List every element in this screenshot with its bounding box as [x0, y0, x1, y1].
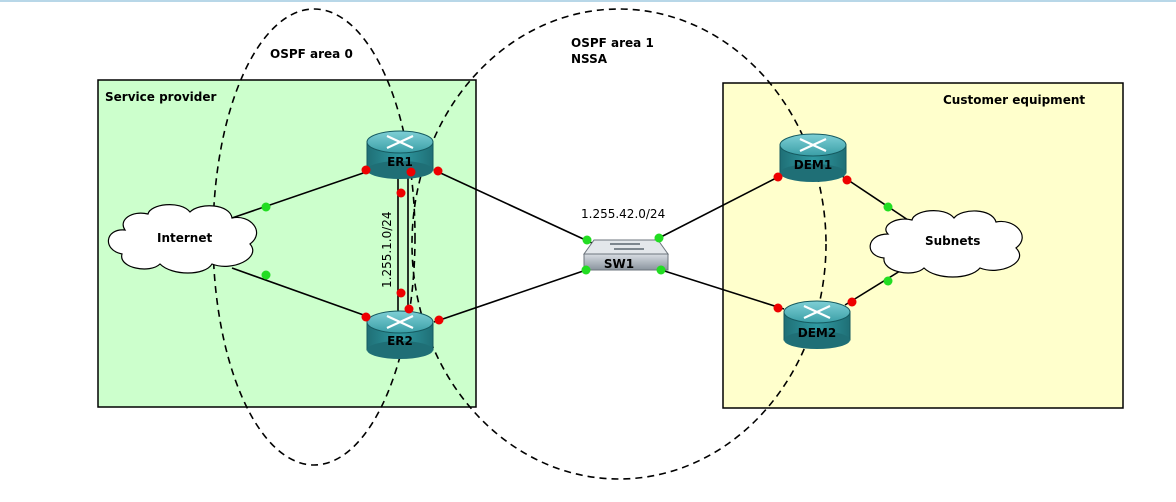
subnets-label: Subnets — [925, 234, 981, 248]
link-dem1-subnets — [841, 175, 909, 221]
er1-label: ER1 — [387, 155, 413, 169]
link-lan-subnet-label: 1.255.42.0/24 — [581, 207, 666, 221]
sw1-switch-icon — [583, 239, 669, 271]
port-subnets-dem2 — [883, 276, 893, 286]
port-internet-er2 — [261, 270, 271, 280]
port-er1-er2-b-bot — [404, 304, 414, 314]
ospf-area1-label-line1: OSPF area 1 — [571, 36, 654, 50]
er2-router-icon — [366, 310, 434, 359]
port-er1-er2-a-bot — [396, 288, 406, 298]
sw1-label: SW1 — [603, 257, 635, 271]
ospf-area1-boundary — [411, 8, 827, 480]
port-er1-sw1 — [433, 166, 443, 176]
ospf-area1-label-line2: NSSA — [571, 52, 608, 66]
link-internet-er2 — [231, 267, 373, 319]
zone-customer-equipment-label: Customer equipment — [943, 93, 1086, 107]
dem1-label: DEM1 — [793, 158, 833, 172]
port-sw1-dem1 — [654, 233, 664, 243]
port-er1-er2-a-top — [396, 188, 406, 198]
link-internet-er1 — [231, 169, 373, 219]
port-er1-internet — [361, 165, 371, 175]
port-er2-internet — [361, 312, 371, 322]
port-dem2-subnets — [847, 297, 857, 307]
port-er1-er2-b-top — [406, 167, 416, 177]
ports — [261, 165, 893, 325]
zone-service-provider-label: Service provider — [105, 90, 217, 104]
port-sw1-er1 — [582, 235, 592, 245]
port-sw1-dem2 — [656, 265, 666, 275]
canvas-top-border — [0, 0, 1176, 2]
dem1-router-icon — [779, 133, 847, 182]
ospf-area0-boundary — [212, 8, 416, 466]
link-er2-sw1 — [433, 267, 593, 323]
port-subnets-dem1 — [883, 202, 893, 212]
internet-cloud-icon — [107, 204, 258, 274]
er1-router-icon — [366, 130, 434, 179]
port-internet-er1 — [261, 202, 271, 212]
port-dem2-sw1 — [773, 303, 783, 313]
port-sw1-er2 — [581, 265, 591, 275]
subnets-cloud-icon — [869, 210, 1023, 278]
port-er2-sw1 — [434, 315, 444, 325]
dem2-label: DEM2 — [797, 326, 837, 340]
dem2-router-icon — [783, 300, 851, 349]
internet-label: Internet — [157, 231, 213, 245]
link-sw1-dem1 — [654, 173, 785, 241]
port-dem1-sw1 — [773, 172, 783, 182]
ospf-area0-label: OSPF area 0 — [270, 47, 353, 61]
er2-label: ER2 — [387, 334, 413, 348]
link-sw1-dem2 — [654, 267, 785, 310]
link-dem2-subnets — [844, 265, 909, 306]
port-dem1-subnets — [842, 175, 852, 185]
link-er1-sw1 — [433, 169, 593, 244]
link-er-er-subnet-label: 1.255.1.0/24 — [380, 211, 394, 288]
